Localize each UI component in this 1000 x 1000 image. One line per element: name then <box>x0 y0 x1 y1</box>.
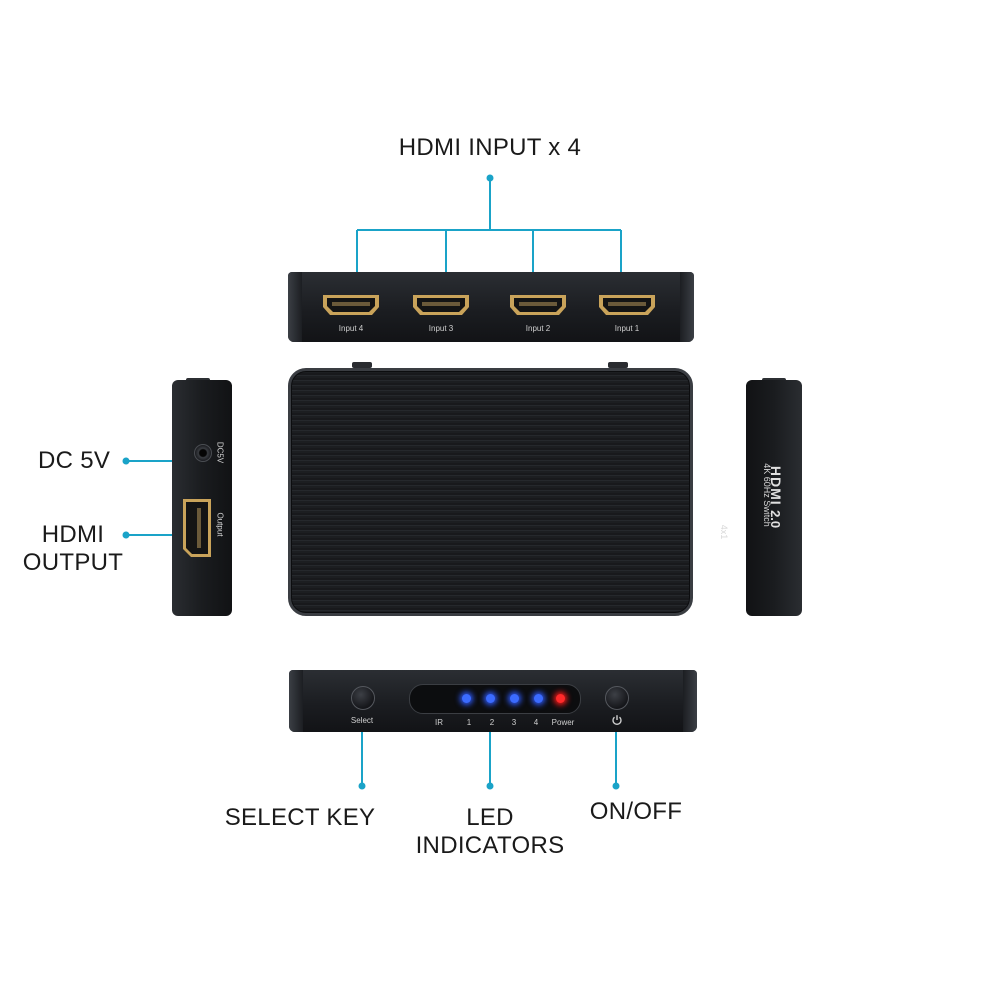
spec-line-2: 4x1 <box>719 524 729 540</box>
led-input2-icon <box>486 694 495 703</box>
led-input1-icon <box>462 694 471 703</box>
left-face-panel: DC5V Output <box>172 380 232 616</box>
led-label-ir: IR <box>435 718 443 727</box>
body-nub <box>352 362 372 368</box>
right-face-panel: HDMI 2.0 4K 60Hz Switch <box>746 380 802 616</box>
body-nub <box>608 362 628 368</box>
led-input3-icon <box>510 694 519 703</box>
hdmi-port-icon <box>323 295 379 315</box>
power-icon <box>612 715 622 726</box>
led-label-power: Power <box>551 718 575 727</box>
hdmi-port-icon <box>510 295 566 315</box>
led-power-icon <box>556 694 565 703</box>
select-button-label: Select <box>350 716 374 725</box>
bottom-face-right-cap <box>683 670 697 732</box>
callout-led-line2: INDICATORS <box>415 832 565 859</box>
led-indicator-strip <box>409 684 581 714</box>
top-face-right-cap <box>680 272 694 342</box>
spec-line-1: 4K 60Hz Switch <box>762 463 772 527</box>
callout-hdmi-output-line2: OUTPUT <box>22 549 124 576</box>
callout-hdmi-input: HDMI INPUT x 4 <box>398 134 582 161</box>
led-input4-icon <box>534 694 543 703</box>
output-port-label: Output <box>215 512 225 537</box>
callout-led-indicators: LED INDICATORS <box>400 804 580 860</box>
hdmi-port-icon <box>413 295 469 315</box>
dc-jack-icon <box>194 444 212 462</box>
port-label-input4: Input 4 <box>338 324 364 333</box>
power-button[interactable] <box>605 686 629 710</box>
hdmi-output-port-icon <box>183 499 211 557</box>
callout-dc: DC 5V <box>38 447 111 474</box>
switch-main-body <box>288 368 693 616</box>
led-label-2: 2 <box>489 718 495 727</box>
led-label-4: 4 <box>533 718 539 727</box>
port-label-input1: Input 1 <box>614 324 640 333</box>
port-label-input3: Input 3 <box>428 324 454 333</box>
select-button[interactable] <box>351 686 375 710</box>
bottom-face-panel: Select IR 1 2 3 4 Power <box>289 670 697 732</box>
port-label-input2: Input 2 <box>525 324 551 333</box>
callout-select-key: SELECT KEY <box>224 804 376 831</box>
callout-onoff: ON/OFF <box>589 798 683 825</box>
led-label-1: 1 <box>466 718 472 727</box>
led-label-3: 3 <box>511 718 517 727</box>
callout-led-line1: LED <box>466 804 514 831</box>
callout-hdmi-output: HDMI OUTPUT <box>18 521 128 577</box>
top-face-left-cap <box>288 272 302 342</box>
callout-hdmi-output-line1: HDMI <box>41 521 105 548</box>
top-face-panel: Input 4 Input 3 Input 2 Input 1 <box>288 272 694 342</box>
dc-port-label: DC5V <box>215 441 225 464</box>
hdmi-port-icon <box>599 295 655 315</box>
bottom-face-left-cap <box>289 670 303 732</box>
